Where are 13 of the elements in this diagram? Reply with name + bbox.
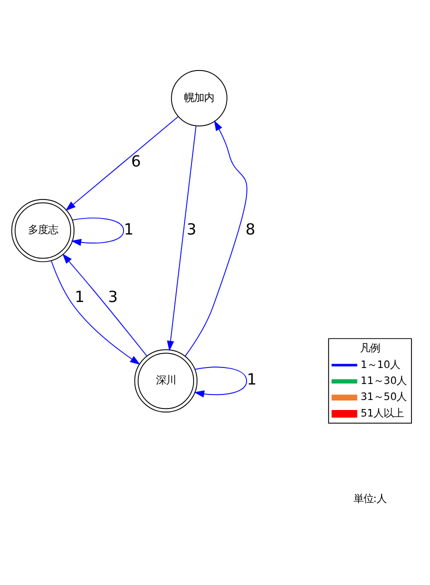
edge-label: 1 — [74, 288, 85, 306]
edge-label: 1 — [124, 220, 134, 238]
edge-label: 3 — [186, 220, 196, 238]
legend-label: 11～30人 — [360, 374, 407, 387]
legend-label: 51人以上 — [360, 407, 404, 420]
legend-label: 1～10人 — [360, 358, 400, 371]
label: 単位:人 — [353, 492, 387, 505]
edge-label: 3 — [108, 288, 118, 306]
legend-label: 31～50人 — [360, 391, 407, 404]
edge-label: 1 — [246, 370, 257, 389]
edge-label: 8 — [246, 220, 256, 238]
edge-label: 6 — [131, 152, 141, 170]
label: 凡例 — [360, 342, 380, 355]
